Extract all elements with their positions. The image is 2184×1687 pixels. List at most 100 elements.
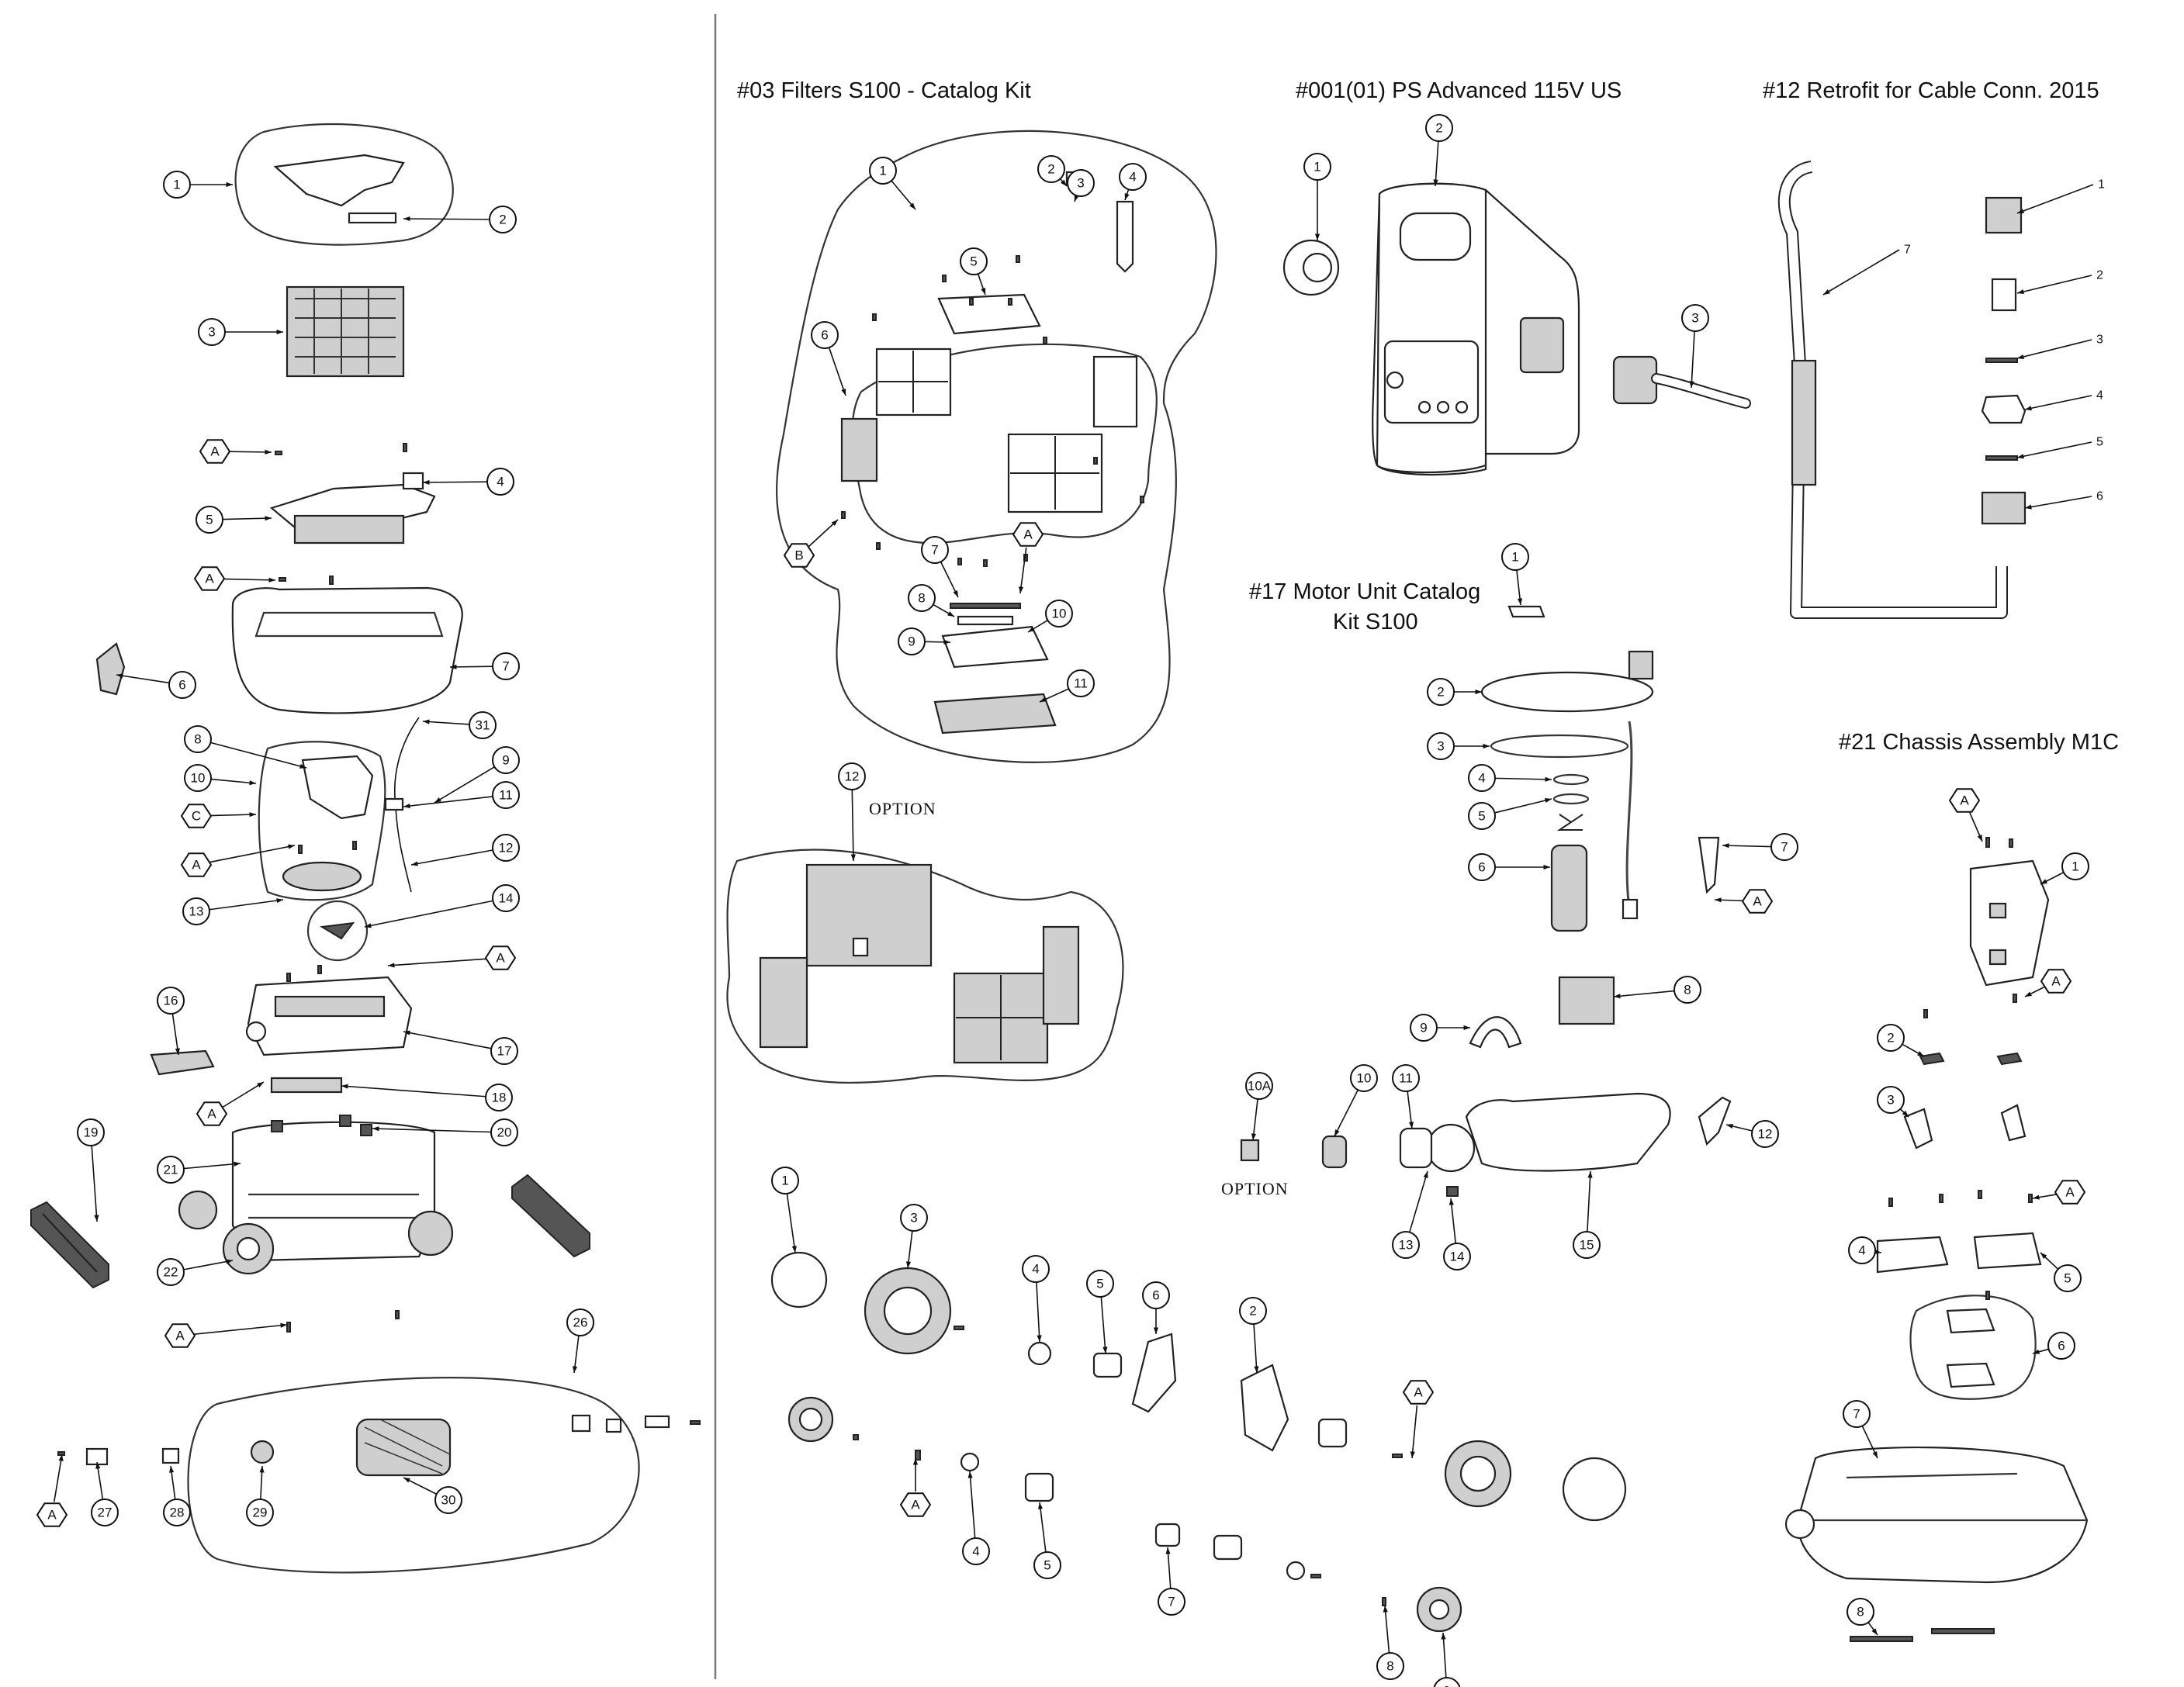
main-callout-24: 18: [341, 1084, 513, 1111]
leader-arrow: [1689, 381, 1694, 388]
drive-callout-1: 1: [771, 1167, 799, 1253]
leader-line: [1019, 547, 1027, 594]
callout-label: 4: [972, 1544, 979, 1559]
callout-label: 10: [1052, 607, 1067, 621]
callout-label: 3: [2096, 334, 2103, 347]
retrofit-callout-2: 2: [2016, 269, 2103, 295]
retrofit-cable-sleeve-part: [1791, 359, 1817, 486]
leader-line: [171, 1013, 179, 1056]
leader-arrow: [1715, 897, 1722, 903]
leader-arrow: [116, 673, 123, 679]
callout-label: A: [1960, 793, 1969, 808]
main-callout-34: 29: [246, 1465, 274, 1526]
callout-circle: [1350, 1064, 1378, 1092]
leader-arrow: [341, 1084, 348, 1089]
leader-arrow: [450, 664, 457, 669]
motor-callout-1: 1: [1501, 543, 1529, 606]
leader-arrow: [905, 1261, 912, 1268]
filter-rib-part: [957, 615, 1014, 626]
main-callout-15: 11: [403, 781, 520, 809]
callout-circle: [1847, 1598, 1874, 1626]
leader-arrow: [365, 923, 372, 928]
leader-arrow: [265, 449, 272, 455]
leader-arrow: [1334, 1129, 1340, 1136]
callout-circle: [492, 884, 520, 912]
leader-arrow: [1977, 835, 1982, 842]
drive-callout-12: 8: [1376, 1605, 1404, 1680]
chassis-callout-9: 6: [2032, 1332, 2075, 1360]
callout-label: 3: [1077, 176, 1084, 191]
callout-label: 6: [1152, 1288, 1159, 1303]
leader-arrow: [226, 181, 233, 188]
leader-arrow: [226, 1259, 233, 1264]
leader-line: [372, 1128, 492, 1133]
filter-basket-part: [286, 285, 405, 378]
motor-cable-gland-part: [1628, 650, 1654, 680]
main-callout-16: A: [180, 844, 296, 877]
leader-arrow: [1251, 1133, 1257, 1140]
retrofit-connector-part: [1991, 278, 2017, 312]
filter-panel-end-part: [1092, 355, 1138, 428]
callout-circle: [898, 627, 926, 655]
callout-label: 1: [1314, 160, 1320, 175]
leader-arrow: [912, 1458, 919, 1465]
callout-circle: [1425, 114, 1453, 142]
callout-label: 14: [1450, 1250, 1465, 1264]
leader-arrow: [1483, 743, 1490, 749]
callout-circle: [492, 746, 520, 774]
callout-label: 8: [918, 591, 925, 606]
callout-label: 10: [191, 771, 206, 786]
leader-arrow: [2017, 289, 2024, 295]
callout-label: 12: [845, 769, 860, 784]
callout-label: 4: [1032, 1262, 1039, 1277]
power_supply-callout-1: 1: [1303, 153, 1331, 240]
leader-arrow: [299, 763, 306, 769]
drive-callout-6: 2: [1239, 1297, 1267, 1374]
leader-arrow: [1475, 689, 1482, 695]
leader-line: [2016, 275, 2092, 294]
main-callout-33: 28: [163, 1465, 191, 1526]
callout-circle: [1392, 1064, 1420, 1092]
filters-callout-13: 11: [1039, 669, 1095, 703]
leader-arrow: [434, 797, 441, 803]
filters-callout-12: 10: [1027, 600, 1073, 633]
callout-hexagon: [2054, 1180, 2086, 1205]
leader-line: [1587, 1170, 1591, 1232]
callout-hexagon: [193, 566, 226, 591]
callout-circle: [1239, 1297, 1267, 1325]
callout-circle: [1427, 678, 1455, 706]
leader-arrow: [1028, 627, 1035, 632]
callout-label: A: [1023, 527, 1033, 542]
ps-control-panel-part: [1383, 340, 1480, 424]
leader-arrow: [1410, 1451, 1415, 1458]
leader-line: [403, 1031, 492, 1049]
main-callout-9: 6: [116, 671, 196, 699]
filters-callout-3: 3: [1067, 169, 1095, 202]
callout-circle: [1501, 543, 1529, 571]
callout-label: 5: [1096, 1277, 1103, 1291]
drive-callout-7: A: [899, 1458, 932, 1517]
motor-callout-8: A: [1714, 889, 1774, 914]
chassis-callout-4: 2: [1877, 1024, 1925, 1057]
main-callout-17: 12: [410, 834, 520, 866]
main-callout-7: A: [193, 566, 276, 591]
motor-pinion-option-part: [1240, 1139, 1260, 1162]
ps-socket-part: [1519, 316, 1565, 374]
callout-circle: [838, 762, 866, 790]
motor-callout-14: 12: [1725, 1120, 1779, 1148]
leader-line: [1039, 1502, 1047, 1553]
callout-label: 20: [497, 1125, 512, 1140]
leader-line: [1822, 249, 1900, 296]
callout-circle: [1158, 1588, 1185, 1616]
callout-hexagon: [1741, 889, 1774, 914]
callout-label: 5: [1044, 1558, 1050, 1573]
track-right-part: [511, 1174, 590, 1258]
callout-circle: [1877, 1024, 1905, 1052]
leader-arrow: [1722, 843, 1729, 849]
leader-line: [1334, 1089, 1359, 1137]
callout-hexagon: [2040, 969, 2072, 994]
drive-arm-part: [1131, 1333, 1177, 1413]
callout-label: 13: [1399, 1238, 1414, 1253]
callout-label: 5: [2064, 1271, 2071, 1286]
callout-label: 21: [164, 1163, 178, 1177]
